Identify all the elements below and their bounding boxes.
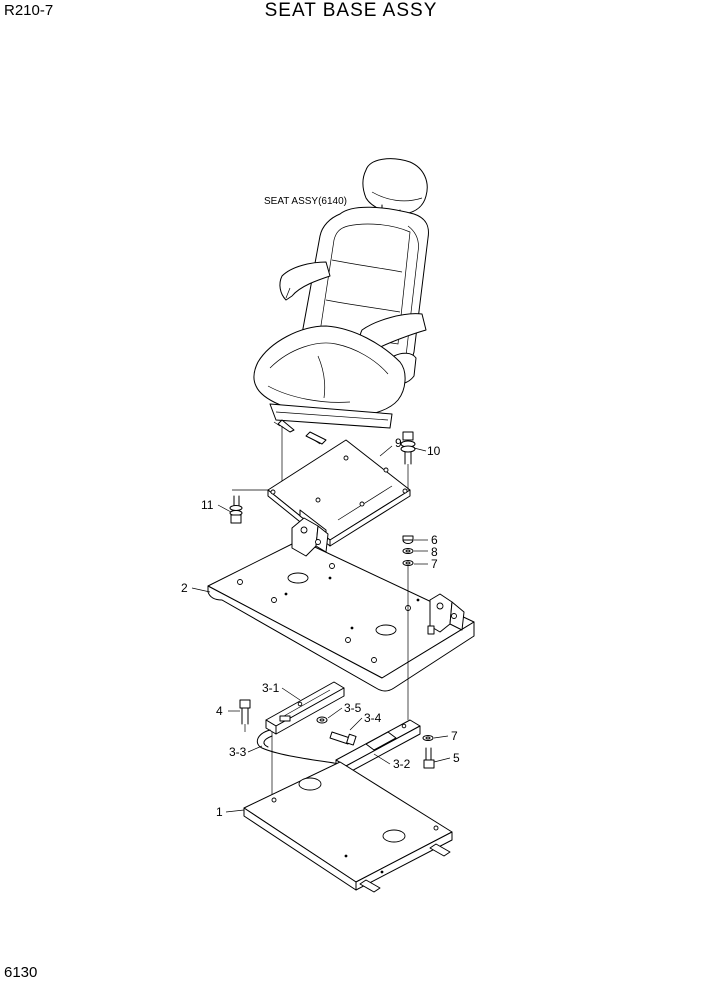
seat-assy-label: SEAT ASSY(6140) (264, 196, 347, 207)
base-frame (243, 761, 453, 893)
page-number: 6130 (4, 964, 38, 981)
callout-labels: 9 10 11 2 6 8 7 3-1 3-5 3-4 4 3-3 3-2 7 … (181, 436, 460, 819)
callout-3-3: 3-3 (229, 745, 247, 759)
slide-rail-assembly (256, 681, 421, 775)
bolt-part-4 (239, 699, 251, 732)
callout-7-upper: 7 (431, 557, 438, 571)
nut-washer-stack (402, 535, 414, 720)
bolt-part-10 (400, 431, 416, 490)
leader-lines (191, 445, 451, 813)
callout-11: 11 (201, 498, 214, 512)
callout-5: 5 (453, 751, 460, 765)
callout-4: 4 (216, 704, 223, 718)
callout-3-1: 3-1 (262, 681, 280, 695)
mounting-plate (207, 517, 475, 692)
callout-3-4: 3-4 (364, 711, 382, 725)
callout-8: 8 (431, 545, 438, 559)
callout-7-lower: 7 (451, 729, 458, 743)
page-title: SEAT BASE ASSY (264, 0, 438, 21)
model-code: R210-7 (4, 2, 54, 19)
callout-3-5: 3-5 (344, 701, 362, 715)
bolt-part-5-and-washer-7 (422, 735, 435, 769)
callout-2: 2 (181, 581, 188, 595)
callout-9: 9 (395, 436, 402, 450)
callout-6: 6 (431, 533, 438, 547)
seat-bracket-plate (267, 439, 411, 547)
seat-assembly: SEAT ASSY(6140) (253, 158, 429, 445)
bolt-part-11 (229, 495, 243, 524)
callout-1: 1 (216, 805, 223, 819)
callout-3-2: 3-2 (393, 757, 411, 771)
callout-10: 10 (427, 444, 441, 458)
